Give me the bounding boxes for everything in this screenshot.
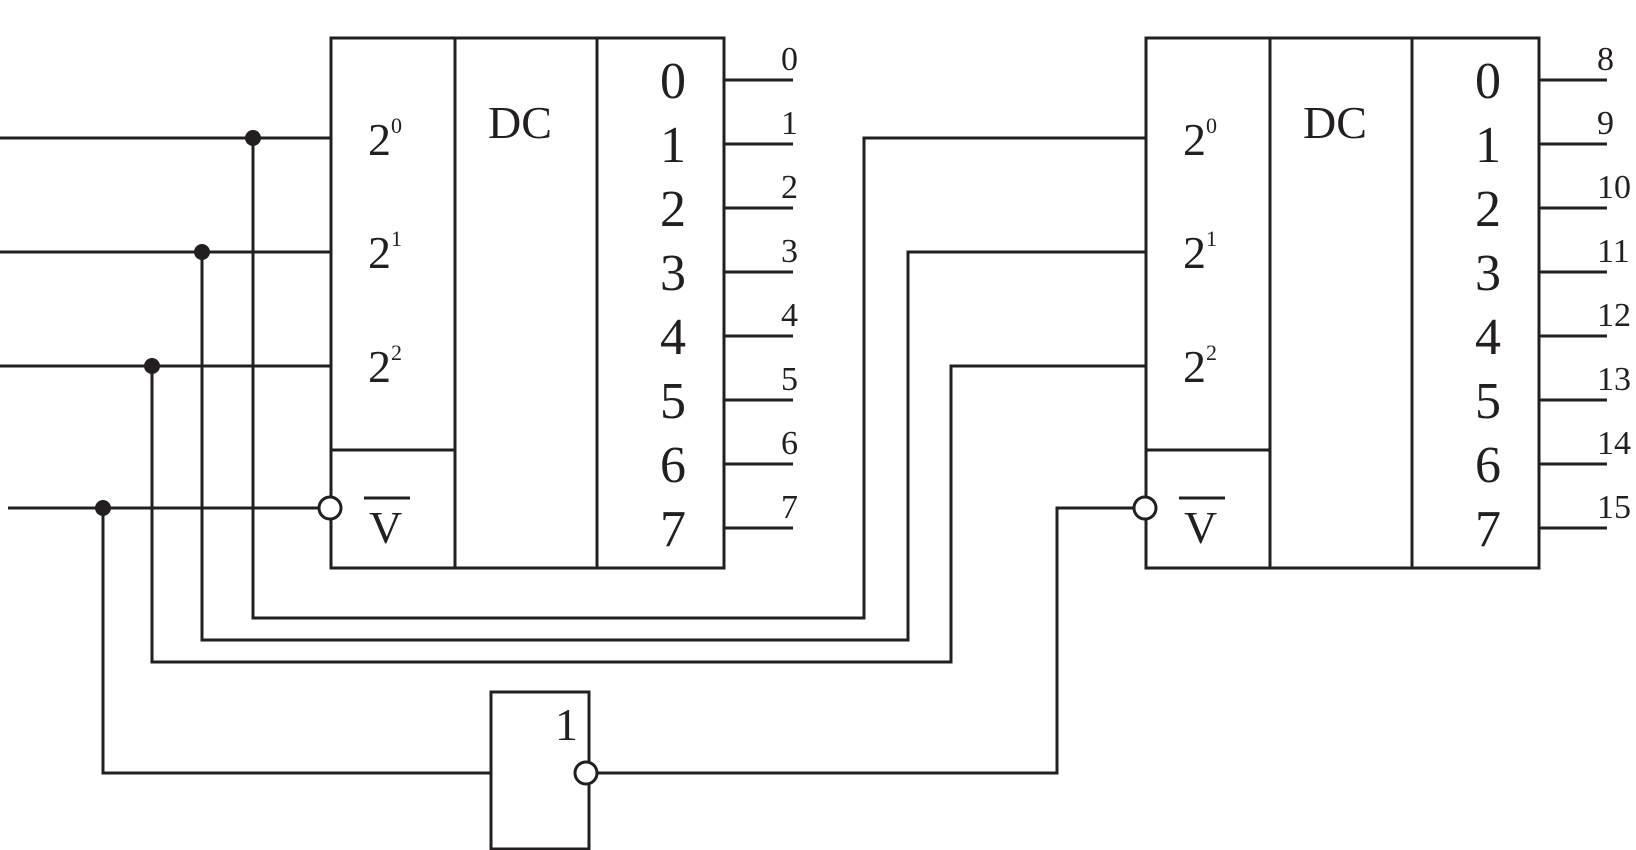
decoder-left-pin-7: 7 — [660, 501, 686, 558]
input-wires — [0, 136, 331, 510]
decoder-right-output-label-9: 9 — [1597, 105, 1614, 142]
decoder-right-pin-1: 1 — [1475, 117, 1501, 174]
decoder-right-output-label-11: 11 — [1597, 233, 1630, 270]
decoder-left-pin-6: 6 — [660, 437, 686, 494]
decoder-right-pin-4: 4 — [1475, 309, 1501, 366]
decoder-left-pin-1: 1 — [660, 117, 686, 174]
decoder-left-input-2: 22 — [368, 340, 402, 392]
decoder-left-pin-2: 2 — [660, 181, 686, 238]
decoder-right-output-label-14: 14 — [1597, 425, 1631, 462]
decoder-right-output-label-8: 8 — [1597, 41, 1614, 78]
inverter-output-wire — [597, 506, 1134, 775]
decoder-left-output-label-4: 4 — [781, 297, 798, 334]
junction-dot-a2 — [144, 358, 160, 374]
decoder-left-output-label-5: 5 — [781, 361, 798, 398]
decoder-left-input-0: 20 — [368, 113, 402, 165]
decoder-right-pin-6: 6 — [1475, 437, 1501, 494]
junction-dots — [95, 130, 261, 516]
decoder-right-pin-0: 0 — [1475, 53, 1501, 110]
junction-dot-a3 — [95, 500, 111, 516]
decoder-left-body — [329, 36, 726, 570]
decoder-left-output-label-0: 0 — [781, 41, 798, 78]
decoder-left-enable-bubble — [317, 495, 343, 521]
decoder-right-body — [1144, 36, 1541, 570]
decoder-right-title: DC — [1303, 97, 1367, 148]
decoder-right-pin-3: 3 — [1475, 245, 1501, 302]
decoder-right-input-1: 21 — [1183, 226, 1217, 278]
decoder-right-pin-5: 5 — [1475, 373, 1501, 430]
decoder-right-pin-2: 2 — [1475, 181, 1501, 238]
decoder-left-pin-5: 5 — [660, 373, 686, 430]
decoder-left-output-label-3: 3 — [781, 233, 798, 270]
branch-wire-a3-to-inverter — [101, 508, 491, 775]
decoder-left-enable-label: V — [369, 502, 402, 553]
decoder-left-output-label-1: 1 — [781, 105, 798, 142]
inverter-gate: 1 — [489, 690, 599, 850]
inverter-output-bubble — [573, 760, 599, 786]
decoder-right: DC 20 21 22 V 0 1 2 3 4 5 6 7 8 9 10 11 … — [1132, 36, 1631, 570]
branch-wire-a0 — [251, 136, 1146, 620]
branch-wire-a1 — [200, 250, 1146, 642]
branch-wires — [101, 136, 1146, 775]
decoder-left-output-label-2: 2 — [781, 169, 798, 206]
decoder-left-pin-0: 0 — [660, 53, 686, 110]
decoder-right-enable-bubble — [1132, 495, 1158, 521]
decoder-right-output-label-13: 13 — [1597, 361, 1631, 398]
decoder-right-output-label-10: 10 — [1597, 169, 1631, 206]
decoder-left-output-label-6: 6 — [781, 425, 798, 462]
decoder-right-enable-label: V — [1184, 502, 1217, 553]
decoder-left-pin-3: 3 — [660, 245, 686, 302]
decoder-left-title: DC — [488, 97, 552, 148]
decoder-right-input-0: 20 — [1183, 113, 1217, 165]
decoder-right-output-label-15: 15 — [1597, 489, 1631, 526]
junction-dot-a1 — [194, 244, 210, 260]
inverter-label: 1 — [555, 699, 578, 750]
decoder-right-output-label-12: 12 — [1597, 297, 1631, 334]
decoder-right-input-2: 22 — [1183, 340, 1217, 392]
decoder-right-pin-7: 7 — [1475, 501, 1501, 558]
decoder-left-pin-4: 4 — [660, 309, 686, 366]
junction-dot-a0 — [245, 130, 261, 146]
decoder-left-output-label-7: 7 — [781, 489, 798, 526]
decoder-left-input-1: 21 — [368, 226, 402, 278]
decoder-left: DC 20 21 22 V 0 1 2 3 4 5 6 7 0 1 2 3 4 … — [317, 36, 798, 570]
branch-wire-a2 — [150, 364, 1146, 664]
